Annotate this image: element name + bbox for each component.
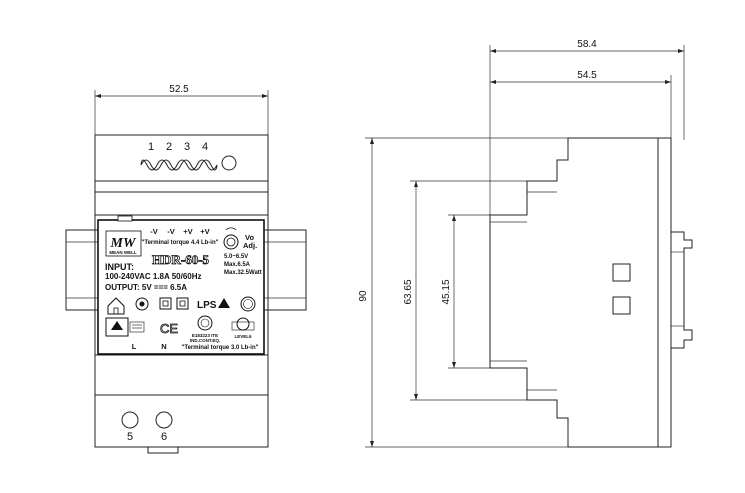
label-L: L <box>132 342 137 351</box>
pin-label-2: -V <box>167 227 175 236</box>
terminal-number-1: 1 <box>148 141 154 153</box>
terminal-number-3: 3 <box>184 141 190 153</box>
terminal-number-6: 6 <box>161 431 167 443</box>
top-torque-text: "Terminal torque 4.4 Lb-in" <box>142 240 219 246</box>
ul-listed-icon <box>197 315 213 331</box>
vent-upper <box>612 263 631 282</box>
cert-small-2: IND.CONT.EQ. <box>190 338 220 343</box>
dim-height-inner-value: 63.65 <box>403 279 414 304</box>
side-profile <box>489 137 659 448</box>
rear-plate <box>657 137 672 448</box>
spec-max-current: Max.6.5A <box>224 262 251 268</box>
spec-voltage-range: 5.0~6.5V <box>224 254 248 260</box>
terminal-number-5: 5 <box>127 431 133 443</box>
double-insulation-icon <box>176 297 189 310</box>
dim-front-width-value: 52.5 <box>169 84 189 95</box>
terminal-number-2: 2 <box>166 141 172 153</box>
vent-lower <box>612 296 631 315</box>
dim-side-depth: 54.5 <box>490 70 672 138</box>
warning-triangle-icon <box>218 298 230 308</box>
input-title: INPUT: <box>105 262 134 272</box>
input-spec: 100-240VAC 1.8A 50/60Hz <box>105 272 202 281</box>
top-terminal-block <box>94 134 269 182</box>
terminal-number-4: 4 <box>202 141 208 153</box>
dim-side-depth-total-value: 58.4 <box>577 39 597 50</box>
vo-label: Vo <box>245 233 254 242</box>
model-name: HDR-60-5 <box>152 252 210 267</box>
terminal-screw-6 <box>155 411 173 429</box>
lps-mark: LPS <box>197 300 217 311</box>
side-view: 58.4 54.5 90 63.65 <box>358 39 693 448</box>
dim-height-value: 90 <box>358 290 369 302</box>
led-indicator <box>221 155 237 171</box>
brand-logo: MW <box>110 236 137 251</box>
bottom-terminal-block <box>94 394 269 448</box>
dim-height-rail: 45.15 <box>441 214 490 369</box>
level-vi-icon <box>236 317 250 331</box>
adj-label: Adj. <box>243 241 257 250</box>
dim-side-depth-total: 58.4 <box>489 39 685 215</box>
vo-adjust-knob-icon <box>223 234 239 250</box>
product-label: MW MEAN WELL -V -V +V +V "Terminal torqu… <box>97 215 265 355</box>
din-clip-profile <box>671 231 693 349</box>
dim-height-inner: 63.65 <box>403 180 527 401</box>
dim-side-depth-value: 54.5 <box>577 70 597 81</box>
dim-front-width: 52.5 <box>94 84 269 135</box>
pin-label-3: +V <box>183 227 192 236</box>
front-view: 52.5 1 2 3 4 MW MEAN WELL <box>65 84 307 454</box>
spec-max-watt: Max.32.5Watt <box>224 270 262 276</box>
pin-label-4: +V <box>200 227 209 236</box>
output-spec: OUTPUT: 5V === 6.5A <box>105 283 187 292</box>
label-N: N <box>161 342 166 351</box>
dim-height-rail-value: 45.15 <box>441 279 452 304</box>
class-ii-icon <box>159 297 172 310</box>
brand-name: MEAN WELL <box>109 250 136 255</box>
din-clip <box>147 446 179 454</box>
top-terminal-screws <box>140 159 218 171</box>
ce-mark: CE <box>160 321 178 336</box>
cert-seal-icon <box>240 296 256 312</box>
cert-small-1: E183223 ITE <box>192 333 218 338</box>
level-mark: LEVEL6 <box>234 334 252 339</box>
indoor-use-icon <box>107 297 125 315</box>
bottom-torque-text: "Terminal torque 3.0 Lb-in" <box>182 345 259 351</box>
terminal-screw-5 <box>121 411 139 429</box>
pin-label-1: -V <box>150 227 158 236</box>
